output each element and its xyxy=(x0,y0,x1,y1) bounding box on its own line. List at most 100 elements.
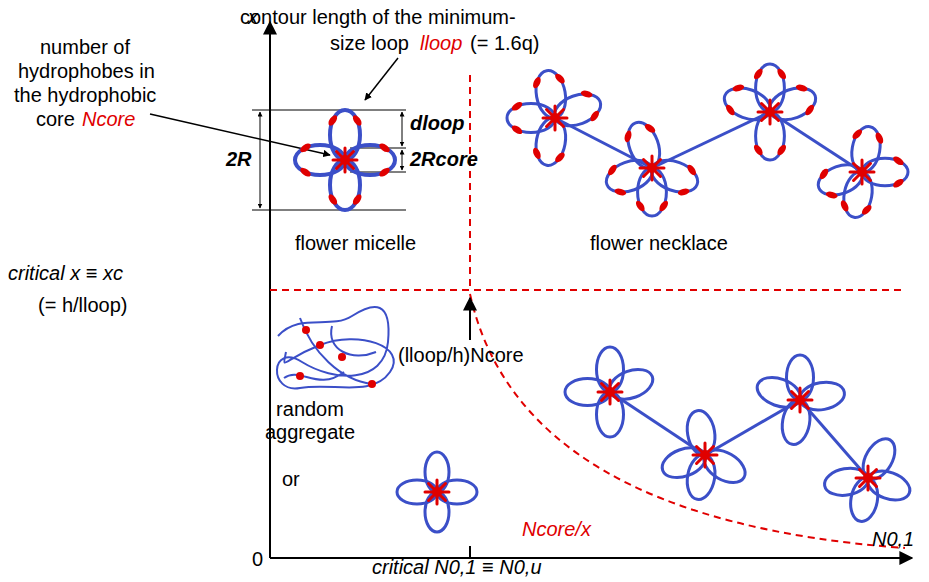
axis-origin: 0 xyxy=(252,548,263,571)
hydrophobe xyxy=(818,167,830,181)
loop xyxy=(532,115,569,167)
hydrophobe xyxy=(874,131,885,145)
axis-label: x xyxy=(248,6,258,29)
boundary-line xyxy=(469,75,471,290)
axis-annotation: critical x ≡ xc xyxy=(8,262,123,285)
loop xyxy=(765,82,820,125)
loop xyxy=(779,398,813,447)
annotation-text: size loop xyxy=(330,32,409,55)
flower xyxy=(719,64,821,160)
symbol-text: lloop xyxy=(420,32,462,55)
loop xyxy=(840,170,875,220)
region-label: flower necklace xyxy=(590,232,728,255)
hydrophobe xyxy=(686,163,698,177)
hydrophobe xyxy=(531,147,542,161)
hydrophobic-core xyxy=(857,167,867,177)
region-label: or xyxy=(282,468,300,491)
dimension-label: 2Rcore xyxy=(410,148,478,171)
boundary-line xyxy=(270,289,905,291)
loop xyxy=(857,433,902,484)
annotation-text: contour length of the minimum- xyxy=(240,6,516,29)
loop xyxy=(397,480,437,504)
axis-annotation: (= h/lloop) xyxy=(38,294,128,317)
loop xyxy=(863,466,913,506)
boundary-label: Ncore/x xyxy=(522,518,591,541)
hydrophobe xyxy=(825,190,838,199)
loop xyxy=(698,443,750,489)
hydrophobe xyxy=(589,109,601,123)
annotation-text: hydrophobes in xyxy=(18,60,155,83)
hydrophobe xyxy=(553,151,566,164)
hydrophobe xyxy=(752,143,764,157)
hydrophobe xyxy=(378,166,392,178)
leader-line xyxy=(365,58,398,100)
loop xyxy=(822,465,870,499)
hydrophobe xyxy=(299,142,313,154)
hydrophobe xyxy=(299,166,313,178)
loop xyxy=(425,492,449,532)
random-aggregate xyxy=(277,307,394,388)
hydrophobe xyxy=(351,114,363,128)
loop xyxy=(565,379,610,406)
loop xyxy=(532,68,569,120)
loop xyxy=(814,159,867,201)
annotation-text: number of xyxy=(40,36,130,59)
hydrophobe xyxy=(892,177,906,189)
flower xyxy=(295,110,395,210)
symbol-text: Ncore xyxy=(82,108,135,131)
hydrophobe xyxy=(351,193,363,207)
hydrophobe xyxy=(553,72,566,85)
annotation-text: core xyxy=(36,108,75,131)
hydrophobe xyxy=(724,103,736,117)
hydrophobic-core xyxy=(432,487,442,497)
hydrophobe xyxy=(776,67,788,81)
hydrophobe xyxy=(752,67,764,81)
region-label: random aggregate xyxy=(250,398,370,444)
flower-drawings xyxy=(295,64,914,532)
axis-label: N0,1 xyxy=(872,528,914,551)
hydrophobe xyxy=(851,128,864,141)
boundary-label: (lloop/h)Ncore xyxy=(398,344,524,367)
hydrophobe xyxy=(327,193,339,207)
dimension-label: dloop xyxy=(410,112,464,135)
axis-annotation: critical N0,1 ≡ N0,u xyxy=(372,556,542,579)
hydrophobe xyxy=(378,142,392,154)
hydrophobe xyxy=(643,122,657,134)
flower xyxy=(658,408,751,501)
loop xyxy=(622,118,665,173)
hydrophobe xyxy=(327,114,339,128)
loop xyxy=(602,154,657,197)
hydrophobe xyxy=(606,163,618,177)
loop xyxy=(798,379,847,413)
hydrophobic-core xyxy=(340,155,350,165)
loop xyxy=(605,364,657,405)
hydrophobe xyxy=(839,199,850,213)
loop xyxy=(425,452,449,492)
hydrophobic-core xyxy=(700,450,710,460)
flower xyxy=(813,124,908,221)
hydrophobe xyxy=(531,76,542,90)
threshold-arrow xyxy=(469,298,471,340)
flower xyxy=(822,433,913,523)
hydrophobe xyxy=(510,124,524,136)
dimension-label: 2R xyxy=(226,148,252,171)
hydrophobe xyxy=(860,203,873,216)
hydrophobe xyxy=(677,187,690,196)
flower xyxy=(601,117,703,216)
hydrophobe xyxy=(776,143,788,157)
dimension-lines xyxy=(252,110,406,210)
hydrophobe xyxy=(804,103,816,117)
loop xyxy=(550,88,605,131)
hydrophobe xyxy=(623,130,632,143)
flower xyxy=(507,68,606,169)
hydrophobe xyxy=(634,199,646,213)
hydrophobe xyxy=(732,83,745,92)
hydrophobic-core xyxy=(647,163,657,173)
loop xyxy=(597,347,624,392)
loop xyxy=(787,355,814,400)
loop xyxy=(720,82,775,125)
hydrophobic-core xyxy=(863,473,873,483)
loop xyxy=(658,442,710,483)
hydrophobe xyxy=(795,83,808,92)
